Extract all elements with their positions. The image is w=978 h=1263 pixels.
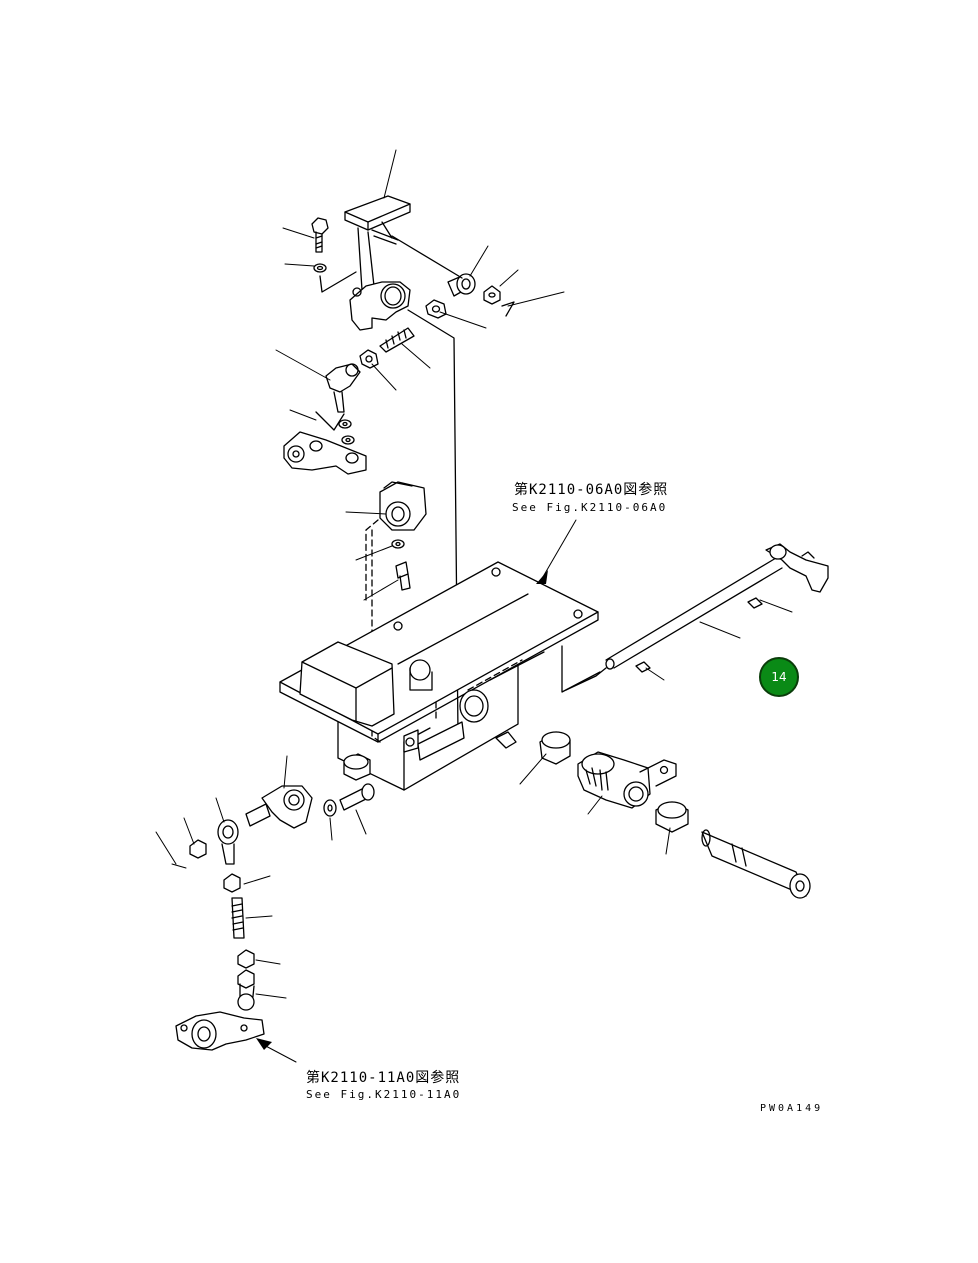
- cover-block: [299, 641, 395, 727]
- block-bottom: [403, 721, 517, 761]
- pivot-bracket: [379, 481, 427, 531]
- washer-left: [323, 799, 337, 817]
- bolt-left: [339, 783, 375, 811]
- callout-badge[interactable]: 14: [759, 657, 799, 697]
- bushing-right: [539, 731, 571, 765]
- key-lower: [635, 661, 651, 673]
- nut-top-right: [483, 285, 501, 305]
- threaded-rod-lower: [231, 897, 245, 939]
- clevis-lower: [245, 785, 313, 829]
- nut-top-left: [425, 299, 447, 319]
- threaded-stud: [379, 327, 415, 353]
- nut-far-left: [189, 839, 207, 859]
- rod-end-mid: [325, 363, 361, 413]
- long-shaft: [605, 557, 783, 670]
- bushing-plate: [409, 659, 433, 691]
- bolt-top: [311, 217, 329, 253]
- rod-end-left: [217, 819, 239, 865]
- bottom-lever: [175, 1011, 265, 1051]
- rod-end-lower: [237, 969, 255, 1011]
- nut-lower-2: [237, 949, 255, 969]
- lower-ref-line2: See Fig.K2110-11A0: [306, 1088, 462, 1101]
- lower-ref-line1: 第K2110-11A0図参照: [306, 1070, 461, 1086]
- pedal-arm: [349, 227, 411, 331]
- pedal-pad: [344, 195, 411, 239]
- key-upper: [747, 597, 763, 609]
- nut-mid: [359, 349, 379, 369]
- output-shaft: [701, 829, 811, 899]
- shaft-lever: [765, 543, 829, 593]
- washers-mid: [338, 419, 355, 445]
- leader-lines: [155, 149, 793, 1063]
- collar-left: [343, 753, 371, 781]
- nut-lower-1: [223, 873, 241, 893]
- bolt-lower: [395, 561, 411, 591]
- upper-ref-line2: See Fig.K2110-06A0: [512, 501, 668, 514]
- rod-end-top: [447, 273, 476, 297]
- washer-top: [313, 263, 327, 273]
- washer-lower: [391, 539, 405, 549]
- bushing-small-right: [655, 801, 689, 833]
- drawing-code: PW0A149: [760, 1103, 824, 1114]
- boss-right: [459, 689, 489, 723]
- upper-ref-line1: 第K2110-06A0図参照: [514, 482, 669, 498]
- lever-mid: [283, 431, 367, 475]
- callout-number: 14: [771, 670, 787, 684]
- splined-sleeve: [577, 751, 677, 809]
